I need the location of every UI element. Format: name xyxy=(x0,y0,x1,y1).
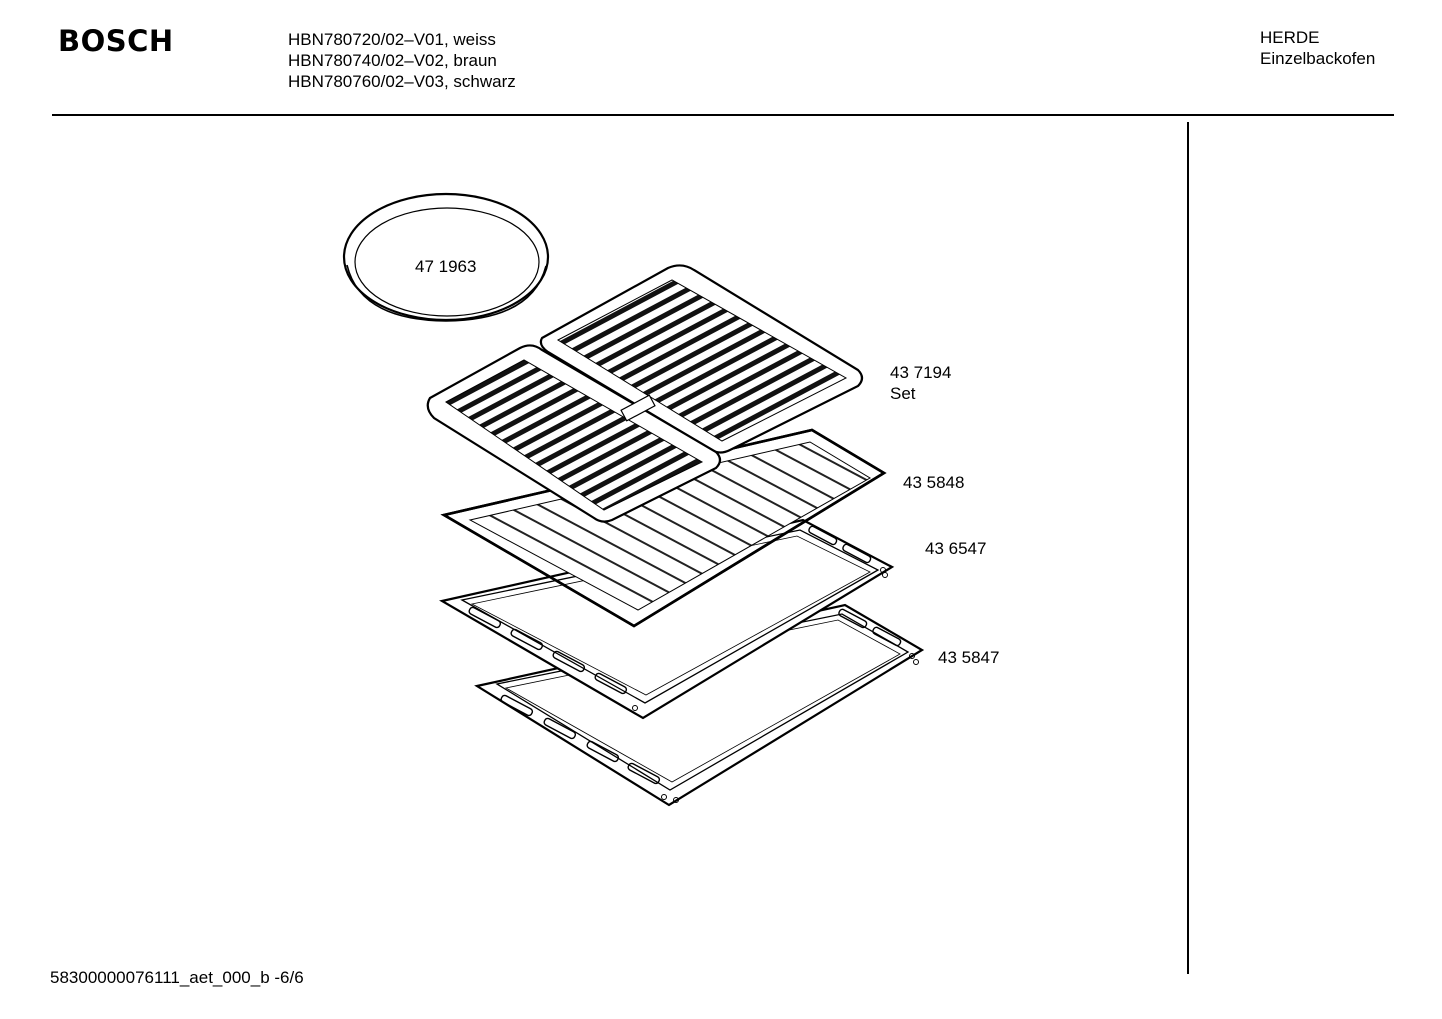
part-name-grill-insert: Set xyxy=(890,384,916,403)
part-number-universal-pan: 43 6547 xyxy=(925,539,987,558)
pizza-pan-drawing xyxy=(342,192,550,322)
model-line: HBN780740/02–V02, braun xyxy=(288,51,497,70)
grill-insert-set-drawing xyxy=(426,264,864,523)
part-number-baking-tray: 43 5847 xyxy=(938,648,1000,667)
part-number-pizza-pan: 47 1963 xyxy=(415,257,477,276)
category-block: HERDE Einzelbackofen xyxy=(1260,27,1375,69)
category-title: HERDE xyxy=(1260,28,1320,47)
model-line: HBN780720/02–V01, weiss xyxy=(288,30,496,49)
category-subtitle: Einzelbackofen xyxy=(1260,49,1376,68)
model-line: HBN780760/02–V03, schwarz xyxy=(288,72,516,91)
document-id: 58300000076111_aet_000_b -6/6 xyxy=(50,968,304,987)
part-number-grid-shelf: 43 5848 xyxy=(903,473,965,492)
header-divider xyxy=(52,114,1394,116)
sidebar-divider xyxy=(1187,122,1189,974)
part-number-grill-insert: 43 7194 xyxy=(890,363,952,382)
brand-logo: BOSCH xyxy=(58,24,174,58)
model-list: HBN780720/02–V01, weiss HBN780740/02–V02… xyxy=(288,29,516,92)
